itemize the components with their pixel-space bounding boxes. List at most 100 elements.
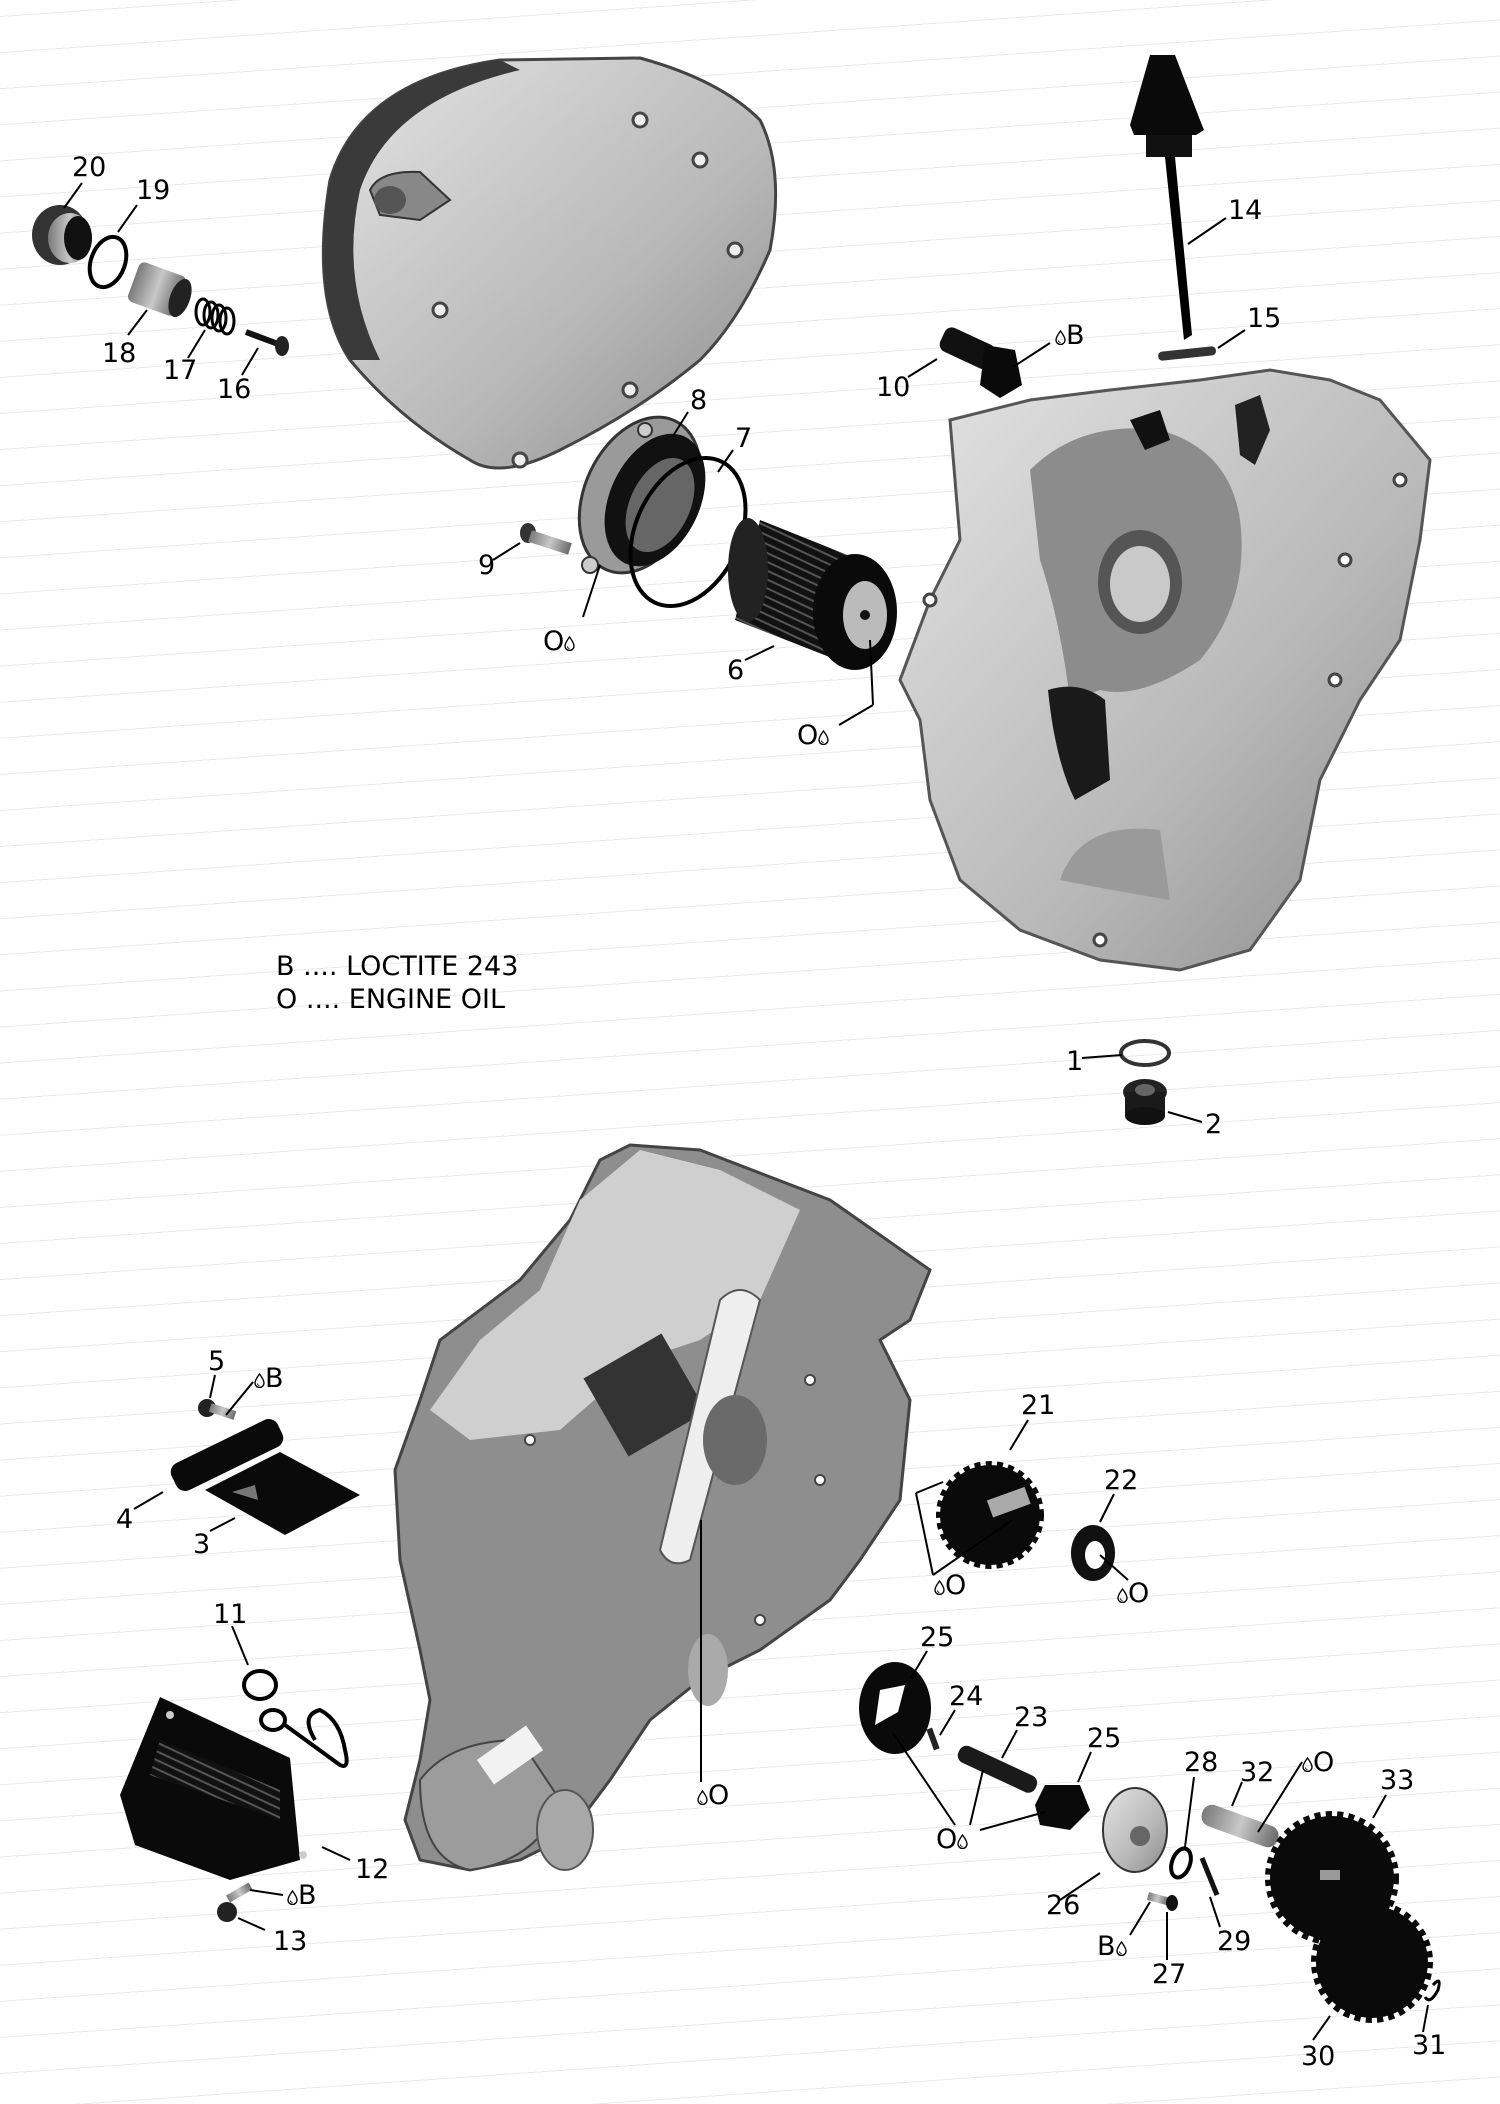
part-crankcase-cover: [321, 56, 778, 470]
part-3-oil-strainer: [205, 1452, 360, 1535]
part-18-valve-piston: [128, 262, 192, 318]
part-25-outer-rotor: [859, 1662, 931, 1754]
callout-9: 9: [478, 550, 496, 581]
callout-23: 23: [1014, 1702, 1049, 1733]
symbol-code: O: [1128, 1578, 1150, 1609]
legend-separator: ....: [305, 984, 341, 1015]
callout-11: 11: [213, 1599, 248, 1630]
oil-drop-icon: [254, 1363, 265, 1394]
callout-27: 27: [1152, 1959, 1187, 1990]
oil-drop-icon: [564, 626, 575, 657]
symbol-code: B: [265, 1363, 284, 1394]
callout-7: 7: [735, 423, 753, 454]
part-19-o-ring: [87, 234, 129, 290]
symbol-engine-oil: O: [1117, 1580, 1149, 1607]
symbol-loctite: B: [287, 1882, 317, 1909]
callout-14: 14: [1228, 195, 1263, 226]
symbol-loctite: B: [254, 1365, 284, 1392]
callout-25: 25: [1087, 1723, 1122, 1754]
legend-code: O: [276, 984, 298, 1015]
part-13-screw: [217, 1882, 253, 1922]
legend-item-engine-oil: O .... ENGINE OIL: [276, 983, 518, 1016]
symbol-code: B: [1097, 1931, 1116, 1962]
part-1-gasket-ring: [1119, 1039, 1171, 1067]
part-12-oil-cooler: [120, 1697, 307, 1880]
part-6-oil-filter: [728, 518, 897, 670]
oil-drop-icon: [1115, 1931, 1127, 1962]
symbol-engine-oil: O: [934, 1572, 966, 1599]
callout-19: 19: [136, 175, 171, 206]
callout-3: 3: [193, 1529, 211, 1560]
part-30-gear: [1311, 1901, 1433, 2023]
callout-6: 6: [727, 655, 745, 686]
oil-drop-icon: [957, 1824, 968, 1855]
callout-31: 31: [1412, 2030, 1447, 2061]
part-2-drain-plug: [1123, 1079, 1167, 1125]
callout-4: 4: [116, 1504, 134, 1535]
symbol-loctite: B: [1097, 1933, 1127, 1960]
symbol-code: O: [708, 1780, 730, 1811]
symbol-engine-oil: O: [797, 722, 829, 749]
symbol-code: B: [1066, 320, 1085, 351]
symbol-code: O: [1313, 1747, 1335, 1778]
callout-21: 21: [1021, 1390, 1056, 1421]
part-32-shaft: [1201, 1804, 1279, 1848]
symbol-engine-oil: O: [697, 1782, 729, 1809]
legend-code: B: [276, 951, 295, 982]
symbol-engine-oil: O: [936, 1826, 968, 1853]
part-11-o-rings: [242, 1669, 349, 1768]
symbol-code: O: [543, 626, 565, 657]
symbol-engine-oil: O: [543, 628, 575, 655]
part-17-spring: [194, 297, 236, 336]
callout-25: 25: [920, 1622, 955, 1653]
part-15-o-ring: [1158, 346, 1216, 361]
symbol-code: O: [945, 1570, 967, 1601]
callout-15: 15: [1247, 303, 1282, 334]
oil-drop-icon: [818, 720, 829, 751]
part-4-retainer: [170, 1419, 284, 1491]
part-20-plug: [32, 205, 92, 265]
part-31-circlip: [1423, 1979, 1441, 2002]
callout-17: 17: [163, 355, 198, 386]
callout-1: 1: [1066, 1046, 1084, 1077]
callout-30: 30: [1301, 2041, 1336, 2072]
symbol-code: O: [797, 720, 819, 751]
legend-label: LOCTITE 243: [346, 951, 519, 982]
callout-16: 16: [217, 374, 252, 405]
legend-item-loctite: B .... LOCTITE 243: [276, 950, 518, 983]
symbol-code: O: [936, 1824, 958, 1855]
part-crankcase-magneto-side: [898, 368, 1432, 972]
part-14-dipstick: [1130, 55, 1204, 340]
part-25-inner-rotor: [1035, 1785, 1090, 1830]
legend: B .... LOCTITE 243 O .... ENGINE OIL: [276, 950, 518, 1016]
callout-32: 32: [1240, 1757, 1275, 1788]
part-28-o-ring: [1169, 1846, 1193, 1880]
callout-10: 10: [876, 372, 911, 403]
oil-drop-icon: [1117, 1578, 1128, 1609]
oil-drop-icon: [1055, 320, 1066, 351]
callout-8: 8: [690, 385, 708, 416]
oil-drop-icon: [1302, 1747, 1313, 1778]
symbol-loctite: B: [1055, 322, 1085, 349]
legend-separator: ....: [303, 951, 338, 982]
callout-5: 5: [208, 1346, 226, 1377]
callout-20: 20: [72, 152, 107, 183]
callout-12: 12: [355, 1854, 390, 1885]
part-23-pump-shaft: [957, 1745, 1038, 1793]
part-5-screw: [198, 1399, 237, 1420]
callout-28: 28: [1184, 1747, 1219, 1778]
part-27-screw: [1146, 1892, 1178, 1911]
callout-24: 24: [949, 1681, 984, 1712]
legend-label: ENGINE OIL: [348, 984, 506, 1015]
part-29-pin: [1199, 1857, 1220, 1896]
callout-2: 2: [1205, 1109, 1223, 1140]
oil-drop-icon: [934, 1570, 945, 1601]
callout-29: 29: [1217, 1926, 1252, 1957]
part-crankcase-pto-side: [393, 1143, 932, 1872]
part-24-pin: [926, 1727, 940, 1751]
part-22-oil-seal: [1071, 1525, 1115, 1581]
symbol-code: B: [298, 1880, 317, 1911]
callout-33: 33: [1380, 1765, 1415, 1796]
